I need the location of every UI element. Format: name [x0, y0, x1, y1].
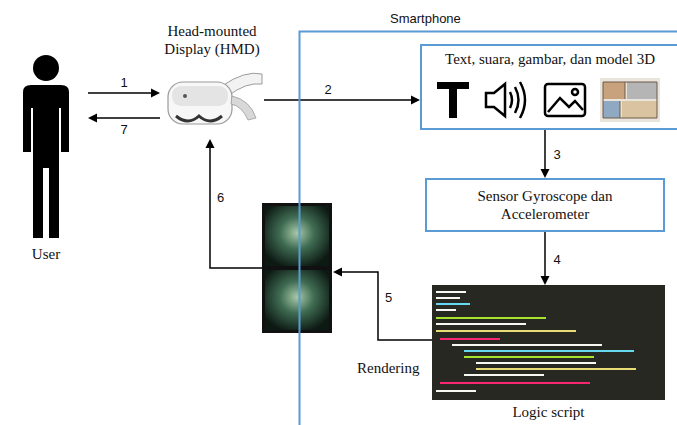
node-label: Sensor Gyroscope dan Accelerometer [457, 187, 633, 223]
hmd-picture [172, 86, 228, 106]
arrowhead [541, 276, 550, 285]
code-screenshot [440, 338, 500, 340]
stereo-render-picture [262, 203, 332, 333]
callout-number: 5 [385, 290, 392, 305]
code-screenshot [464, 350, 634, 352]
logic-script-box: Logic script [432, 285, 665, 400]
media-box: Text, suara, gambar, dan model 3D [420, 44, 677, 130]
region-outline [300, 32, 677, 425]
stereo-render-picture [265, 206, 329, 266]
code-screenshot [476, 368, 636, 370]
node-label: Head-mounted Display (HMD) [156, 22, 268, 58]
arrowhead [151, 89, 160, 98]
connector [97, 117, 160, 119]
render-arrowheads [333, 268, 342, 277]
code-screenshot [436, 309, 456, 311]
callout-number: 2 [322, 82, 333, 97]
node-label: User [32, 245, 60, 263]
region-outline [298, 30, 677, 425]
user-silhouette [23, 85, 69, 238]
stereo-render-picture [262, 203, 332, 333]
speaker-icon [510, 92, 512, 108]
code-screenshot [476, 362, 596, 364]
render-arrowheads [206, 139, 215, 148]
3d-model-picture [603, 82, 657, 118]
image-icon [545, 84, 585, 116]
code-screenshot [464, 374, 544, 376]
code-screenshot [436, 297, 460, 299]
speaker-icon [515, 87, 519, 113]
code-screenshot [436, 317, 546, 319]
speaker-icon [486, 84, 505, 116]
3d-model-picture [603, 82, 625, 99]
callout-number: 6 [217, 190, 224, 205]
code-screenshot [436, 323, 526, 325]
connector [88, 92, 151, 94]
hmd-picture [168, 82, 232, 124]
render-arrowheads [206, 139, 343, 277]
code-screenshot [436, 291, 466, 293]
code-screenshot [432, 285, 665, 400]
image-icon [545, 84, 585, 116]
arrowhead [88, 114, 97, 123]
3d-model-picture [622, 101, 657, 118]
image-icon [572, 89, 578, 95]
connector [264, 99, 411, 101]
render-arrows [210, 148, 262, 268]
code-screenshot [436, 330, 576, 332]
render-arrows [210, 148, 432, 340]
speaker-icon [520, 82, 525, 118]
arrowhead [541, 169, 550, 178]
hmd-picture [231, 96, 256, 120]
callout-number: 7 [118, 122, 129, 137]
hmd-picture [176, 116, 222, 121]
hmd-node: Head-mounted Display (HMD) [160, 62, 264, 138]
node-label: Logic script [512, 403, 584, 421]
speaker-icon [486, 82, 525, 118]
render-arrows [341, 272, 432, 340]
hmd-picture [168, 73, 262, 124]
code-screenshot [464, 356, 594, 358]
hmd-picture [183, 94, 187, 98]
connector [544, 232, 546, 276]
node-label: Smartphone [390, 11, 461, 26]
code-screenshot [436, 390, 476, 392]
node-label: Text, suara, gambar, dan model 3D [422, 46, 677, 68]
sensor-box: Sensor Gyroscope dan Accelerometer [425, 178, 665, 232]
text-icon [437, 82, 469, 118]
3d-model-picture [600, 78, 660, 122]
3d-model-picture [603, 101, 620, 118]
stereo-render-picture [265, 270, 329, 330]
3d-model-picture [627, 82, 657, 99]
arrowhead [411, 96, 420, 105]
callout-number: 3 [551, 147, 562, 162]
image-icon [548, 98, 583, 112]
smartphone-region: SmartphoneText, suara, gambar, dan model… [298, 30, 677, 425]
callout-number: 4 [551, 251, 562, 266]
user-node: User [4, 48, 88, 242]
code-screenshot [436, 303, 470, 305]
3d-model-picture [600, 78, 660, 122]
code-screenshot [440, 382, 590, 384]
user-silhouette [23, 55, 69, 238]
connector [544, 130, 546, 169]
text-icon [449, 82, 457, 118]
code-screenshot [452, 344, 602, 346]
code-screenshot [432, 285, 665, 400]
callout-number: 1 [118, 75, 129, 90]
process-label: Rendering [357, 360, 419, 377]
user-silhouette [33, 55, 59, 81]
